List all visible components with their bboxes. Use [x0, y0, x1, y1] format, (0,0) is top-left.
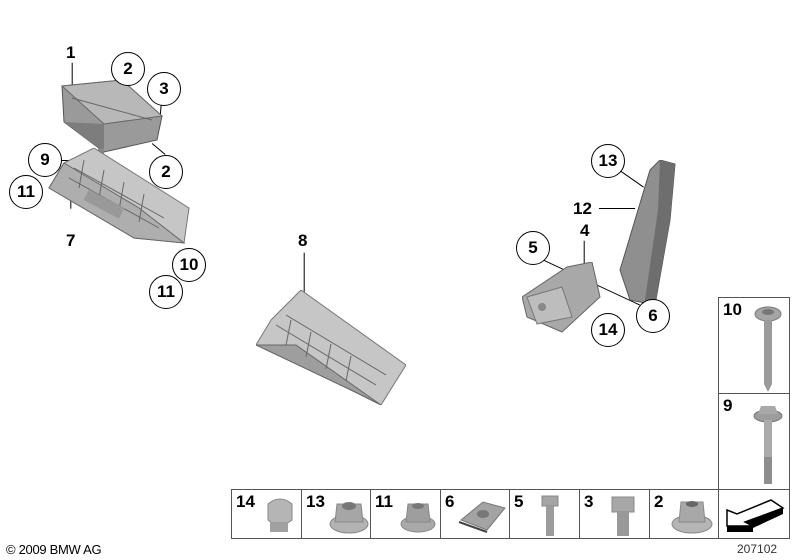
callout-6[interactable]: 6	[636, 299, 670, 333]
callout-label-4[interactable]: 4	[580, 221, 590, 240]
airbag-carrier-lower-illustration	[256, 290, 406, 405]
back-arrow-icon[interactable]	[723, 496, 787, 536]
screw-icon	[754, 306, 782, 392]
leader-line	[303, 252, 305, 295]
leader-line	[599, 208, 635, 210]
hardware-cell-14[interactable]: 14	[231, 489, 302, 539]
diagram-number: 207102	[737, 542, 778, 556]
collar-nut-icon	[329, 502, 369, 534]
airbag-module-illustration	[52, 78, 170, 158]
hex-bolt-icon	[611, 496, 635, 536]
hardware-label: 11	[375, 492, 393, 511]
hardware-cell-2[interactable]: 2	[649, 489, 719, 539]
callout-13[interactable]: 13	[591, 144, 625, 178]
hardware-label: 13	[306, 492, 325, 511]
hardware-label: 5	[514, 492, 524, 511]
short-bolt-icon	[541, 495, 559, 536]
hardware-cell-3[interactable]: 3	[579, 489, 650, 539]
navigation-arrow-cell[interactable]	[718, 489, 790, 539]
leader-line	[57, 160, 71, 162]
hardware-cell-5[interactable]: 5	[509, 489, 580, 539]
callout-label-7[interactable]: 7	[66, 231, 76, 250]
hardware-label: 6	[445, 492, 455, 511]
callout-10[interactable]: 10	[172, 248, 206, 282]
callout-11[interactable]: 11	[9, 175, 43, 209]
clip-icon	[267, 498, 293, 532]
hardware-cell-6[interactable]: 6	[440, 489, 510, 539]
hardware-label: 3	[584, 492, 594, 511]
flange-nut-icon	[671, 501, 713, 534]
hardware-label: 2	[654, 492, 664, 511]
callout-3[interactable]: 3	[147, 72, 181, 106]
callout-14[interactable]: 14	[591, 313, 625, 347]
hex-nut-icon	[400, 503, 436, 533]
hardware-label: 10	[723, 300, 742, 319]
callout-label-12[interactable]: 12	[573, 199, 592, 218]
hardware-cell-11[interactable]: 11	[370, 489, 441, 539]
hardware-label: 14	[236, 492, 255, 511]
hardware-cell-13[interactable]: 13	[301, 489, 371, 539]
callout-5[interactable]: 5	[516, 231, 550, 265]
airbag-carrier-upper-illustration	[44, 148, 194, 248]
hardware-label: 9	[723, 396, 733, 415]
callout-9[interactable]: 9	[28, 143, 62, 177]
callout-2[interactable]: 2	[111, 52, 145, 86]
hardware-cell-9[interactable]: 9	[718, 393, 790, 490]
callout-label-1[interactable]: 1	[66, 43, 76, 62]
hardware-cell-10[interactable]: 10	[718, 297, 790, 394]
copyright-text: © 2009 BMW AG	[6, 542, 102, 557]
trim-cover-illustration	[600, 160, 680, 310]
callout-11-lower[interactable]: 11	[149, 275, 183, 309]
callout-2-lower[interactable]: 2	[149, 155, 183, 189]
spring-nut-icon	[458, 501, 506, 533]
knee-bracket-illustration	[522, 262, 602, 334]
callout-label-8[interactable]: 8	[298, 231, 308, 250]
bolt-icon	[753, 406, 783, 484]
